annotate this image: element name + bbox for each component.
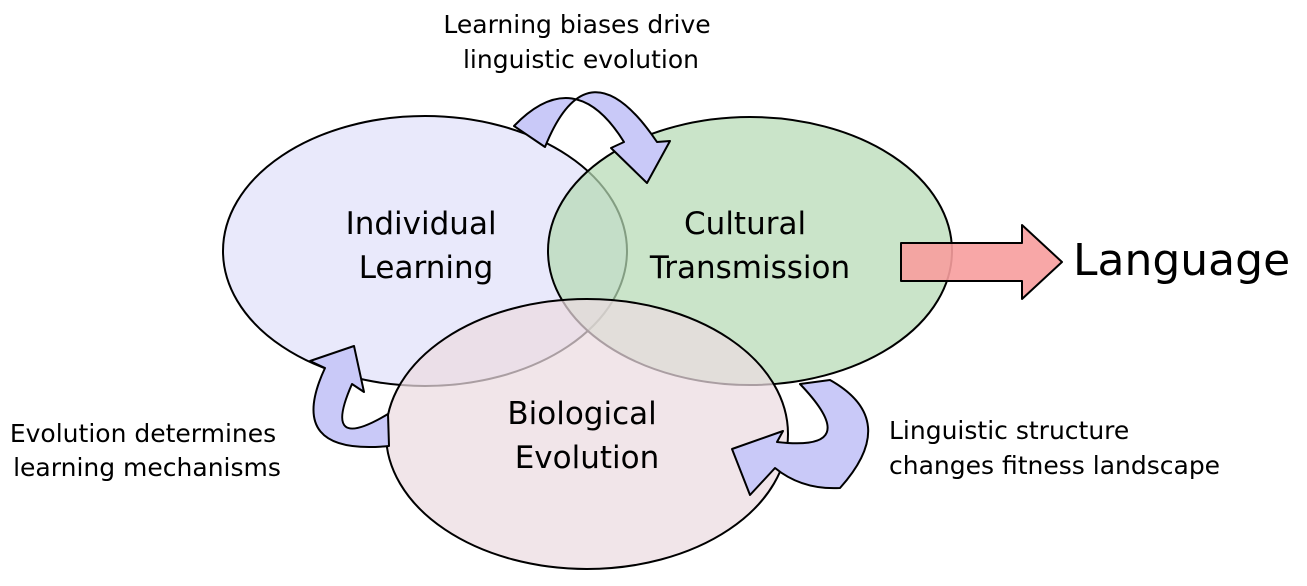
top-note-line2: linguistic evolution [463, 45, 699, 74]
biological-evolution-label: Biological Evolution [507, 396, 666, 476]
biological-line1: Biological [507, 396, 656, 432]
cultural-line1: Cultural [684, 206, 806, 242]
biological-evolution-circle [385, 298, 789, 570]
left-arrow-note: Evolution determines learning mechanisms [10, 419, 284, 482]
language-label: Language [1073, 235, 1290, 286]
top-curved-arrow [513, 91, 671, 184]
biological-line2: Evolution [515, 440, 660, 476]
left-note-line1: Evolution determines [10, 419, 276, 448]
individual-line1: Individual [346, 206, 497, 242]
top-arrow-note: Learning biases drive linguistic evoluti… [443, 10, 718, 74]
individual-line2: Learning [359, 250, 494, 286]
cultural-transmission-label: Cultural Transmission [649, 206, 850, 286]
left-curved-arrow [309, 345, 390, 448]
right-curved-arrow [731, 379, 870, 496]
right-note-line1: Linguistic structure [889, 416, 1129, 445]
right-arrow-note: Linguistic structure changes fitness lan… [889, 416, 1220, 480]
language-output-arrow [900, 224, 1063, 300]
left-note-line2: learning mechanisms [13, 453, 281, 482]
top-note-line1: Learning biases drive [443, 10, 710, 39]
cultural-line2: Transmission [649, 250, 850, 286]
right-note-line2: changes fitness landscape [889, 451, 1220, 480]
individual-learning-label: Individual Learning [346, 206, 507, 286]
